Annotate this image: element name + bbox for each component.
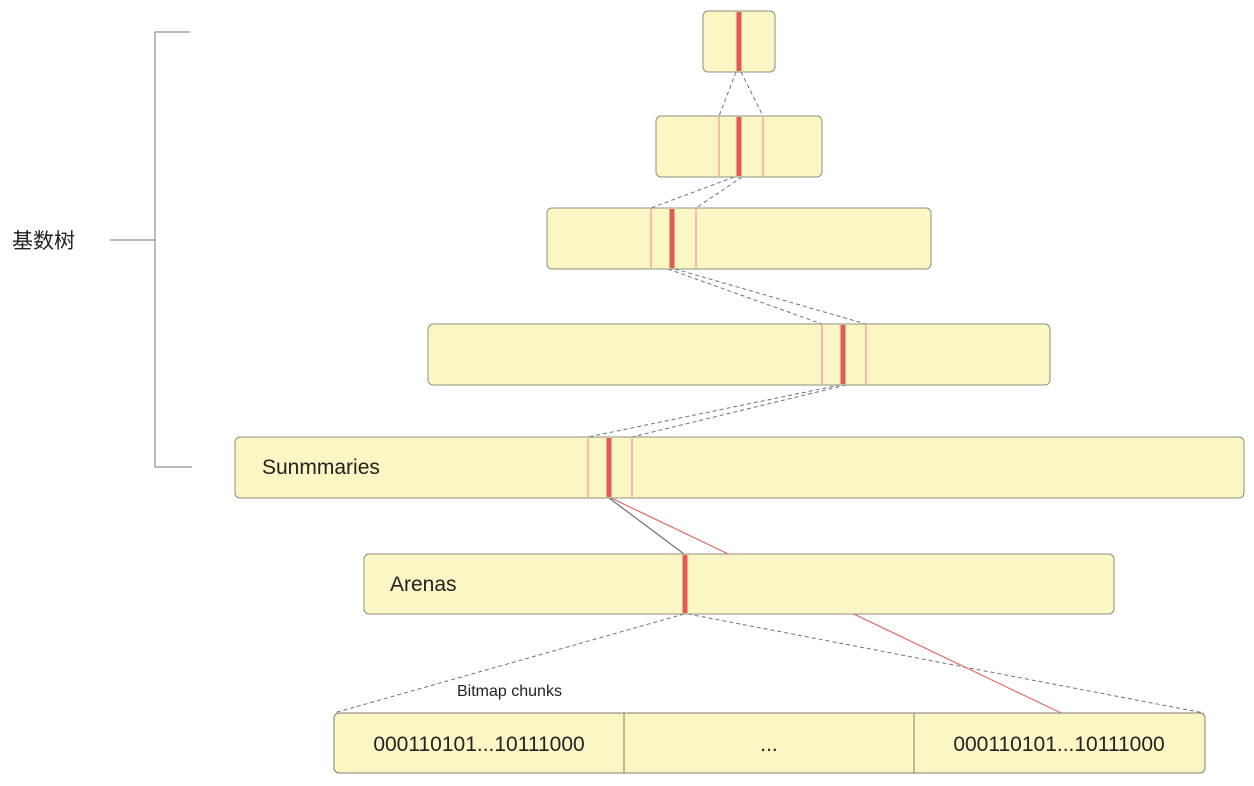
bitmap-chunk-ellipsis: ...: [760, 733, 778, 756]
radix-level-3: [546, 207, 932, 270]
summaries-level: Sunmmaries: [234, 436, 1245, 499]
bitmap-chunk-1: 000110101...10111000: [373, 733, 584, 756]
arenas-level: Arenas: [363, 553, 1115, 615]
radix-level-4: [427, 323, 1051, 386]
bitmap-chunks-row: 000110101...10111000 ... 000110101...101…: [333, 712, 1206, 774]
arenas-label: Arenas: [390, 573, 457, 596]
summaries-to-arenas-line: [608, 497, 685, 555]
radix-tree-label: 基数树: [12, 229, 75, 253]
radix-level-1: [702, 10, 776, 73]
summaries-label: Sunmmaries: [262, 456, 380, 479]
radix-tree-bracket: [110, 31, 192, 468]
radix-level-2: [655, 115, 823, 178]
bitmap-chunk-n: 000110101...10111000: [953, 733, 1164, 756]
level-connectors: [333, 71, 1205, 714]
bitmap-chunks-label: Bitmap chunks: [457, 683, 562, 700]
